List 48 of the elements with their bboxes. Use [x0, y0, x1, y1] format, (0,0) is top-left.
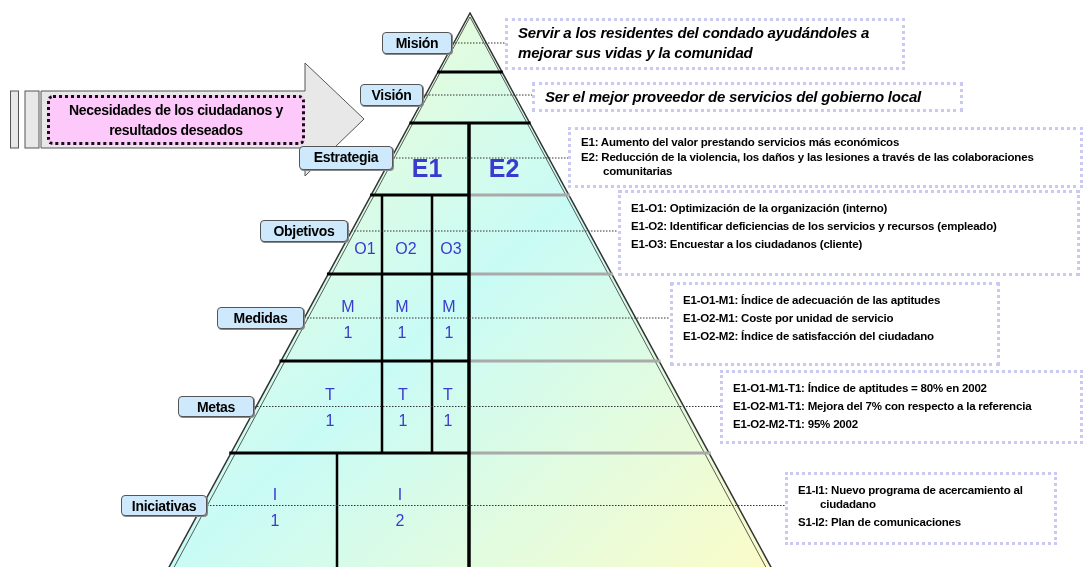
leader-line	[451, 42, 506, 44]
description-text: E1-O2-M1: Coste por unidad de servicio	[683, 311, 895, 325]
level-tab: Objetivos	[260, 220, 348, 242]
description-text: E1-O1-M1: Índice de adecuación de las aptitudes	[683, 293, 942, 307]
statement-box: Ser el mejor proveedor de servicios del gobierno local	[532, 82, 963, 112]
segment-label: I 1	[255, 482, 295, 534]
description-text: E1-O3: Encuestar a los ciudadanos (cliente)	[631, 237, 864, 251]
description-text: E1: Aumento del valor prestando servicios más económicos	[581, 135, 901, 149]
description-box	[670, 282, 1000, 366]
segment-label: M 1	[384, 294, 420, 346]
description-text: E1-O1: Optimización de la organización (interno)	[631, 201, 889, 215]
segment-label: O3	[434, 236, 468, 260]
level-tab: Misión	[382, 32, 452, 54]
description-text: E1-O2-M1-T1: Mejora del 7% con respecto a la referencia	[733, 399, 1033, 413]
leader-line	[253, 406, 721, 407]
segment-label: O1	[348, 236, 382, 260]
description-text: E1-O2-M2: Índice de satisfacción del ciudadano	[683, 329, 935, 343]
description-box	[785, 472, 1057, 545]
segment-label: M 1	[328, 294, 368, 346]
leader-line	[422, 94, 533, 96]
leader-line	[347, 230, 619, 232]
description-text: E1-O2-M2-T1: 95% 2002	[733, 417, 859, 431]
segment-label: E1	[392, 150, 462, 186]
segment-label: T 1	[310, 382, 350, 434]
leader-line	[392, 157, 569, 159]
leader-line	[206, 505, 786, 506]
level-tab: Metas	[178, 396, 254, 417]
description-text: E1-O2: Identificar deficiencias de los servicios y recursos (empleado)	[631, 219, 998, 233]
statement-box: Servir a los residentes del condado ayudándoles a mejorar sus vidas y la comunidad	[505, 18, 905, 70]
segment-label: E2	[469, 150, 539, 186]
description-text: E1-I1: Nuevo programa de acercamiento al ciudadano	[798, 483, 1024, 511]
description-text: E2: Reducción de la violencia, los daños y las lesiones a través de las colaboraciones comunitarias	[581, 150, 1035, 178]
level-tab: Estrategia	[299, 146, 393, 170]
description-text: E1-O1-M1-T1: Índice de aptitudes = 80% en 2002	[733, 381, 988, 395]
description-box	[720, 370, 1083, 444]
text-box: Necesidades de los ciudadanos y resultados deseados	[47, 95, 305, 145]
description-box	[568, 127, 1083, 188]
level-tab: Iniciativas	[121, 495, 207, 516]
segment-label: M 1	[432, 294, 466, 346]
segment-label: T 1	[385, 382, 421, 434]
description-text: S1-I2: Plan de comunicaciones	[798, 515, 962, 529]
leader-line	[303, 317, 671, 319]
segment-label: O2	[384, 236, 428, 260]
description-box	[618, 190, 1080, 276]
level-tab: Medidas	[217, 307, 304, 329]
level-tab: Visión	[360, 84, 423, 106]
segment-label: I 2	[380, 482, 420, 534]
segment-label: T 1	[431, 382, 465, 434]
